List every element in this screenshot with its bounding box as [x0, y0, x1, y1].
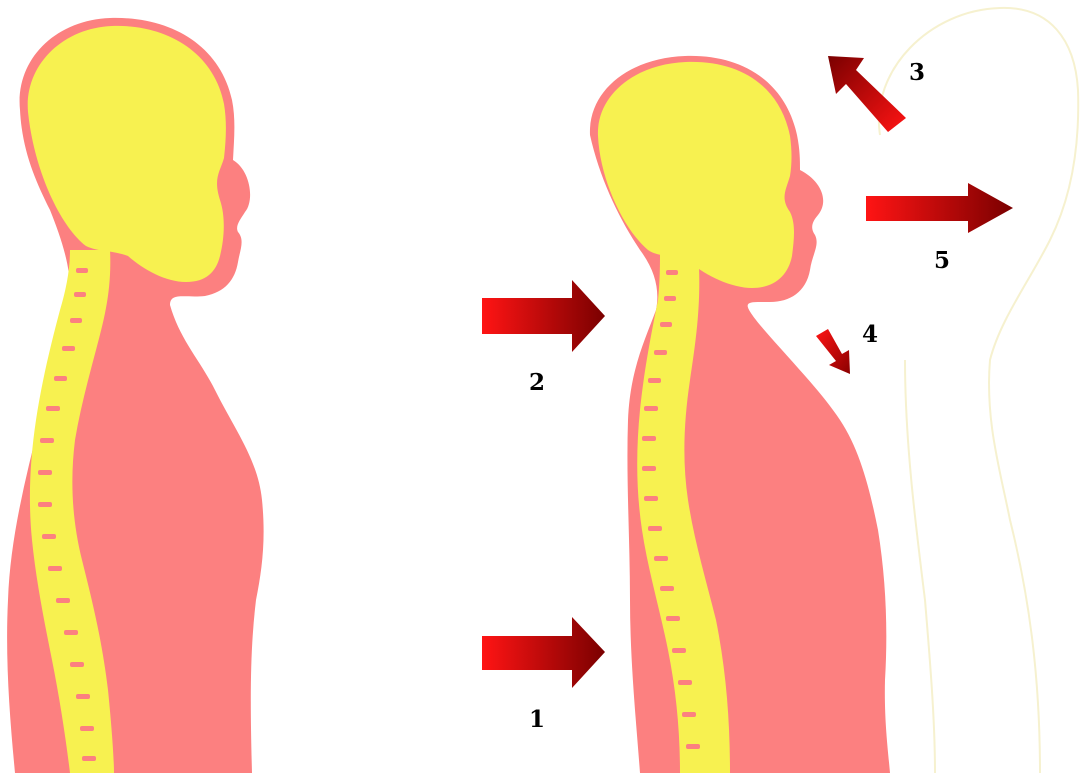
arrow-4: 4: [816, 321, 878, 374]
arrow-1: 1: [482, 617, 605, 733]
arrow-2: 2: [482, 280, 605, 396]
arrow-3: 3: [828, 56, 925, 132]
ghost-outline: [879, 8, 1078, 773]
arrow-4-shape: [816, 329, 850, 374]
arrow-4-label: 4: [862, 321, 878, 348]
arrow-5-shape: [866, 183, 1013, 233]
arrow-1-label: 1: [529, 706, 545, 733]
arrow-1-shape: [482, 617, 605, 688]
arrow-5-label: 5: [934, 247, 950, 274]
posture-before: [7, 18, 264, 773]
arrow-2-shape: [482, 280, 605, 352]
arrow-5: 5: [866, 183, 1013, 274]
arrow-2-label: 2: [529, 369, 545, 396]
arrow-3-label: 3: [909, 59, 925, 86]
skull: [28, 26, 226, 282]
posture-after: [590, 56, 890, 773]
